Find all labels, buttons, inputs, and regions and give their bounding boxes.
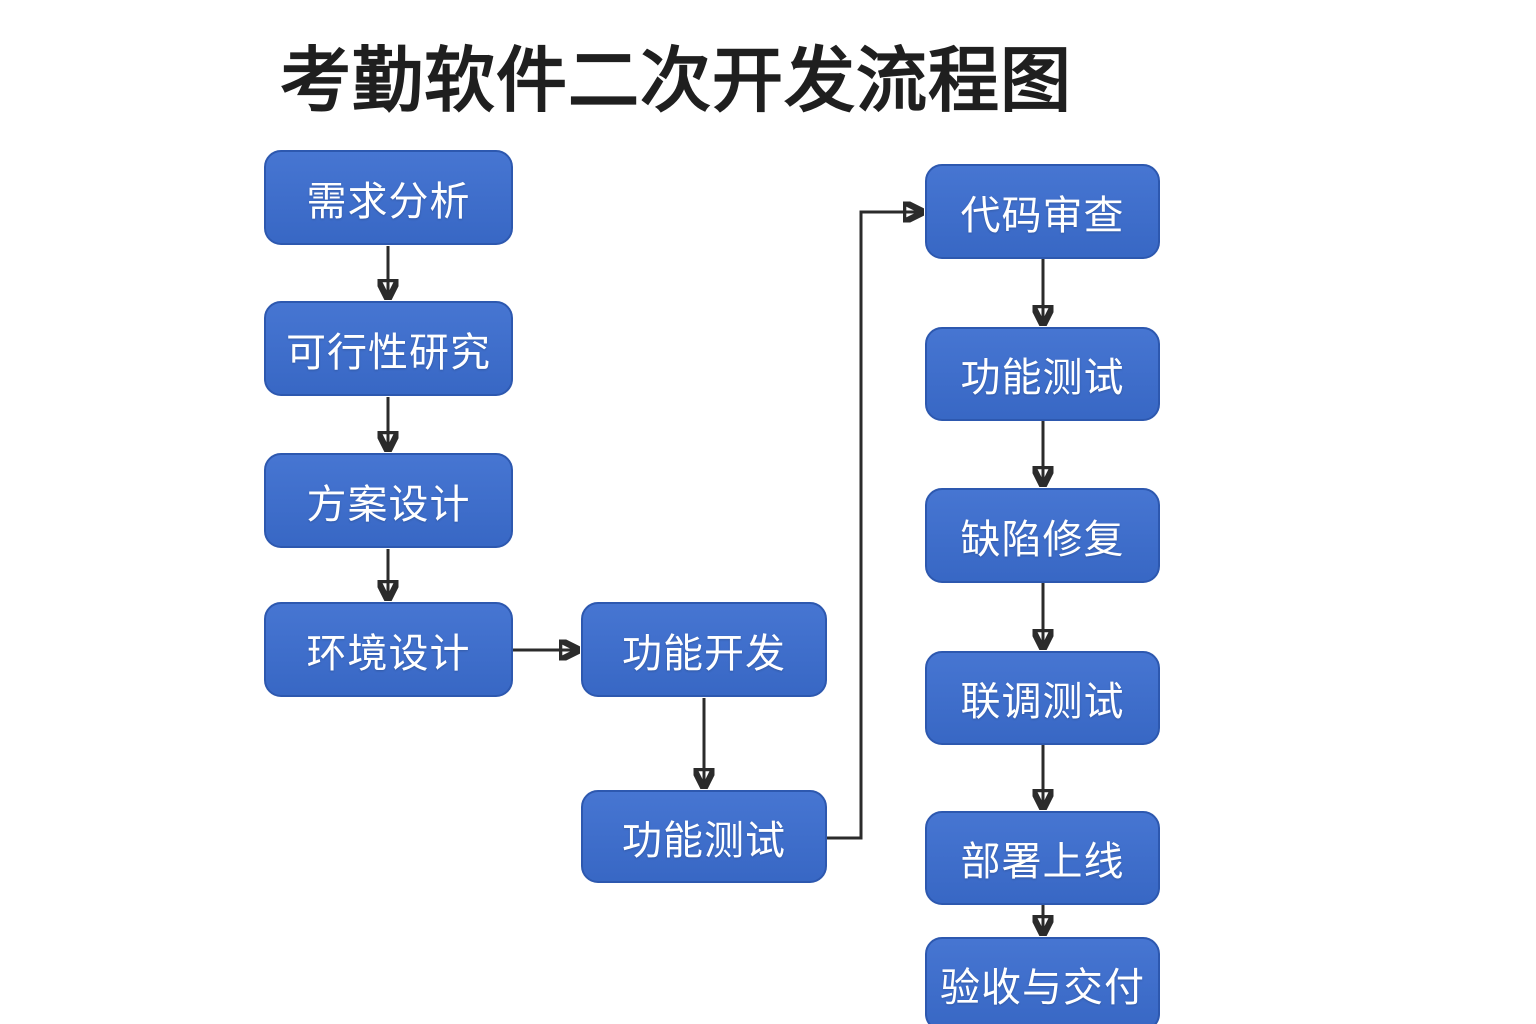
- flow-node-feature-development: 功能开发: [581, 602, 827, 697]
- node-label: 方案设计: [306, 482, 471, 527]
- diagram-title: 考勤软件二次开发流程图: [279, 42, 1072, 121]
- flow-node-acceptance-delivery: 验收与交付: [925, 937, 1160, 1024]
- flow-node-defect-fixing: 缺陷修复: [925, 488, 1160, 583]
- node-label: 功能测试: [960, 356, 1125, 400]
- node-label: 联调测试: [960, 680, 1125, 724]
- flow-node-feature-testing-qa: 功能测试: [925, 327, 1160, 421]
- node-label: 可行性研究: [286, 330, 491, 375]
- flow-node-integration-testing: 联调测试: [925, 651, 1160, 745]
- arrow-testing-to-code-review: [827, 212, 921, 840]
- node-label: 需求分析: [306, 179, 471, 224]
- node-label: 代码审查: [960, 193, 1125, 238]
- node-label: 缺陷修复: [960, 517, 1125, 562]
- node-label: 功能开发: [622, 631, 786, 676]
- flow-node-environment-design: 环境设计: [264, 602, 513, 697]
- node-label: 功能测试: [622, 818, 786, 863]
- node-label: 验收与交付: [940, 966, 1145, 1010]
- node-label: 环境设计: [306, 631, 471, 676]
- flow-node-requirements-analysis: 需求分析: [264, 150, 513, 245]
- flow-node-feasibility-study: 可行性研究: [264, 301, 513, 396]
- flow-node-code-review: 代码审查: [925, 164, 1160, 259]
- node-label: 部署上线: [960, 840, 1125, 884]
- flow-node-deployment-launch: 部署上线: [925, 811, 1160, 905]
- flow-node-feature-testing-dev: 功能测试: [581, 790, 827, 883]
- flow-node-solution-design: 方案设计: [264, 453, 513, 548]
